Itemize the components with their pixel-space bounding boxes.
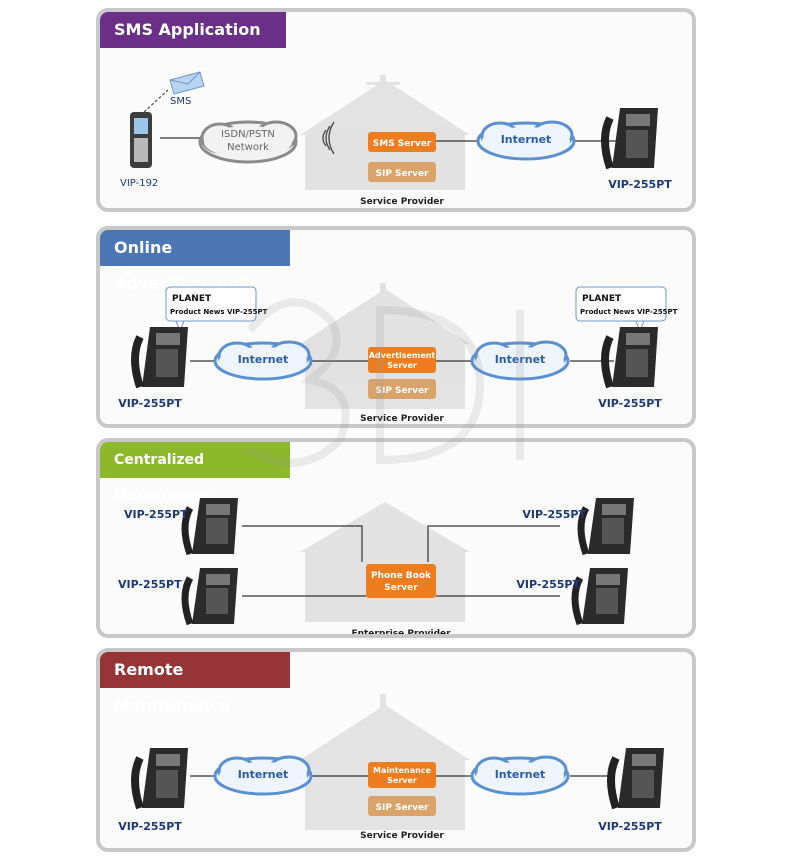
envelope-icon xyxy=(169,71,205,95)
signal-wave-icon xyxy=(322,121,335,155)
sms-server-box xyxy=(368,132,436,152)
phone-bl-label: VIP-255PT xyxy=(118,578,182,591)
phone-br-label: VIP-255PT xyxy=(516,578,580,591)
sip-server-box xyxy=(368,162,436,182)
provider-label: Service Provider xyxy=(360,831,444,841)
sms-label: SMS xyxy=(170,96,191,107)
phone-left-label: VIP-255PT xyxy=(118,397,182,410)
sip-server-box xyxy=(368,796,436,816)
planet-logo: PLANET xyxy=(172,294,212,304)
phone-book-server-line1: Phone Book xyxy=(371,571,432,581)
desk-phone-icon xyxy=(601,327,658,389)
advertisement-server-line1: Advertisement xyxy=(369,351,436,360)
maintenance-server-line2: Server xyxy=(387,776,417,785)
provider-label: Service Provider xyxy=(360,414,444,424)
cloud-icon xyxy=(213,340,313,381)
bubble-text: Product News VIP-255PT xyxy=(580,308,678,316)
panel-title: SMS Application xyxy=(100,12,286,48)
cloud-internet-right: Internet xyxy=(495,768,546,781)
panel-title: Centralized Management xyxy=(100,442,290,504)
cloud-internet-left: Internet xyxy=(238,768,289,781)
sms-server-label: SMS Server xyxy=(373,139,432,149)
mobile-label: VIP-192 xyxy=(120,178,158,189)
desk-phone-icon xyxy=(571,568,628,626)
centralized-diagram: VIP-255PT VIP-255PT VIP-255PT VIP-255PT … xyxy=(118,498,634,638)
mobile-phone-icon xyxy=(130,89,169,168)
panel-online-advertisement: Online Advertisement PLANET Product News… xyxy=(96,226,696,428)
desk-phone-icon xyxy=(601,108,658,170)
panel-centralized-management: Centralized Management xyxy=(96,438,696,638)
maintenance-server-box xyxy=(368,762,436,788)
desk-phone-icon xyxy=(181,568,238,626)
phone-left-label: VIP-255PT xyxy=(118,820,182,833)
speech-bubble-left: PLANET Product News VIP-255PT xyxy=(165,286,268,333)
cloud-icon xyxy=(470,340,570,381)
advertisement-server-box xyxy=(368,347,436,373)
cloud-icon xyxy=(470,755,570,796)
cloud-internet-left: Internet xyxy=(238,353,289,366)
phone-right-label: VIP-255PT xyxy=(598,397,662,410)
desk-phone-icon xyxy=(181,498,238,556)
desk-phone-icon xyxy=(577,498,634,556)
cloud-isdn-line2: Network xyxy=(227,142,269,153)
desk-phone-icon xyxy=(131,327,188,389)
phone-tl-label: VIP-255PT xyxy=(124,508,188,521)
desk-phone-icon xyxy=(131,748,188,810)
desk-phone-icon xyxy=(607,748,664,810)
panel-sms-application: SMS Application SMS VIP-192 xyxy=(96,8,696,212)
building-icon xyxy=(300,502,470,622)
sms-diagram: SMS VIP-192 ISDN/PSTN Network SMS Server… xyxy=(120,71,672,207)
advertisement-diagram: PLANET Product News VIP-255PT PLANET Pro… xyxy=(118,283,678,424)
advertisement-server-line2: Server xyxy=(387,361,417,370)
cloud-internet-label: Internet xyxy=(501,133,552,146)
maintenance-diagram: VIP-255PT Internet Maintenance Server SI… xyxy=(118,694,664,841)
sip-server-box xyxy=(368,379,436,399)
phone-book-server-box xyxy=(366,564,436,598)
cloud-icon xyxy=(198,120,298,164)
bubble-text: Product News VIP-255PT xyxy=(170,308,268,316)
phone-right-label: VIP-255PT xyxy=(598,820,662,833)
cloud-icon xyxy=(213,755,313,796)
speech-bubble-right: PLANET Product News VIP-255PT xyxy=(575,286,678,333)
maintenance-server-line1: Maintenance xyxy=(373,766,432,775)
phone-book-server-line2: Server xyxy=(384,583,418,593)
sip-server-label: SIP Server xyxy=(376,803,430,813)
panel-title: Remote Maintenance xyxy=(100,652,290,715)
cloud-internet-right: Internet xyxy=(495,353,546,366)
sip-server-label: SIP Server xyxy=(376,169,430,179)
cloud-isdn-line1: ISDN/PSTN xyxy=(221,129,275,140)
phone-tr-label: VIP-255PT xyxy=(522,508,586,521)
planet-logo: PLANET xyxy=(582,294,622,304)
provider-label: Enterprise Provider xyxy=(351,629,451,638)
provider-label: Service Provider xyxy=(360,197,444,207)
sip-server-label: SIP Server xyxy=(376,386,430,396)
phone-right-label: VIP-255PT xyxy=(608,178,672,191)
cloud-icon xyxy=(476,120,576,161)
panel-remote-maintenance: Remote Maintenance VIP-255PT Internet M xyxy=(96,648,696,852)
